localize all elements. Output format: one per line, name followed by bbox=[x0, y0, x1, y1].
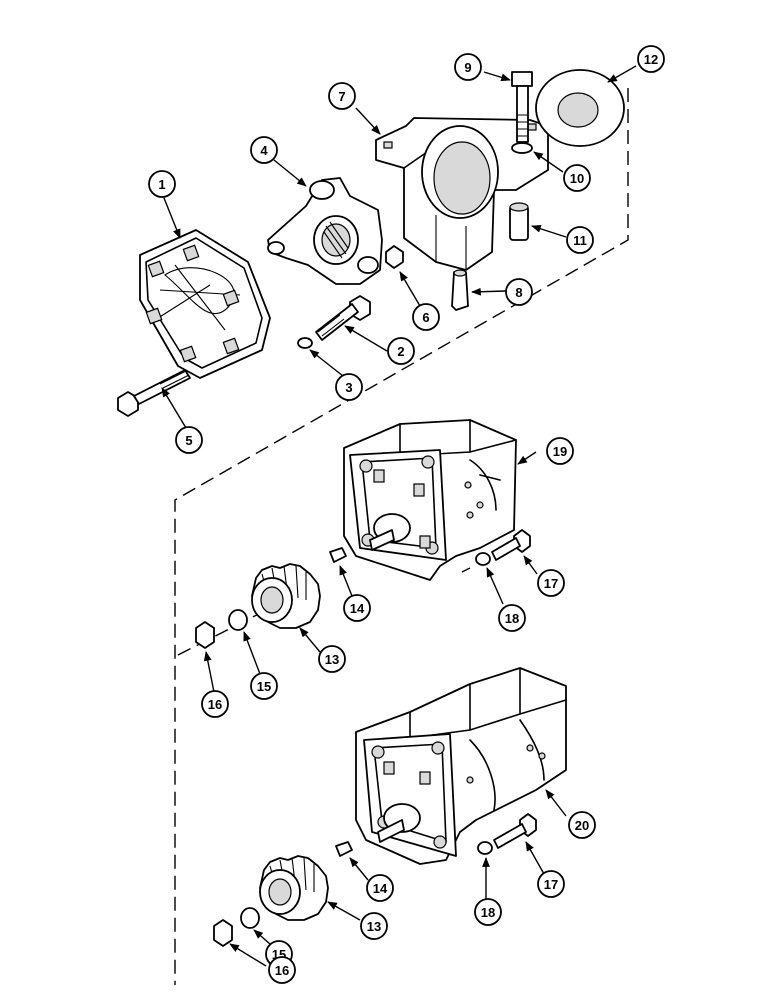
nut-16-upper-part bbox=[195, 621, 215, 649]
svg-text:5: 5 bbox=[185, 433, 192, 448]
svg-text:13: 13 bbox=[367, 919, 381, 934]
svg-text:14: 14 bbox=[373, 881, 388, 896]
gear-13-upper-part bbox=[251, 563, 321, 629]
callout-17-upper: 17 bbox=[537, 569, 565, 597]
bolt-17-lower-part bbox=[493, 813, 537, 849]
svg-text:20: 20 bbox=[575, 818, 589, 833]
callout-12: 12 bbox=[637, 45, 665, 73]
washer-10-part bbox=[511, 142, 533, 154]
callout-5: 5 bbox=[175, 426, 203, 454]
bolt-5-part bbox=[117, 369, 191, 417]
callout-4: 4 bbox=[250, 136, 278, 164]
callout-1: 1 bbox=[148, 170, 176, 198]
callout-18-upper: 18 bbox=[498, 604, 526, 632]
svg-text:15: 15 bbox=[257, 679, 271, 694]
lock-washer-15-lower-part bbox=[240, 907, 260, 929]
svg-text:18: 18 bbox=[481, 905, 495, 920]
svg-text:13: 13 bbox=[325, 652, 339, 667]
key-14-upper-part bbox=[329, 547, 347, 563]
washer-18-lower-part bbox=[477, 841, 493, 855]
callout-8: 8 bbox=[505, 278, 533, 306]
sleeve-11-part bbox=[509, 202, 529, 241]
key-14-lower-part bbox=[335, 841, 353, 857]
bolt-9-part bbox=[511, 71, 533, 143]
nut-6-part bbox=[385, 245, 404, 269]
svg-text:19: 19 bbox=[553, 444, 567, 459]
washer-3-part bbox=[297, 337, 313, 349]
leader-lines bbox=[161, 65, 637, 967]
gear-13-lower-part bbox=[259, 855, 329, 921]
svg-text:6: 6 bbox=[422, 310, 429, 325]
svg-text:3: 3 bbox=[345, 380, 352, 395]
callout-11: 11 bbox=[566, 226, 594, 254]
svg-text:17: 17 bbox=[544, 576, 558, 591]
callout-18-lower: 18 bbox=[474, 898, 502, 926]
svg-text:1: 1 bbox=[158, 177, 165, 192]
dowel-pin-8-part bbox=[451, 269, 469, 311]
svg-text:12: 12 bbox=[644, 52, 658, 67]
svg-text:14: 14 bbox=[350, 601, 365, 616]
callout-7: 7 bbox=[328, 82, 356, 110]
callout-6: 6 bbox=[412, 303, 440, 331]
bolt-17-upper-part bbox=[491, 529, 531, 561]
callout-20: 20 bbox=[568, 811, 596, 839]
callout-17-lower: 17 bbox=[537, 870, 565, 898]
svg-text:8: 8 bbox=[515, 285, 522, 300]
callout-16-lower: 16 bbox=[268, 956, 296, 984]
svg-text:17: 17 bbox=[544, 877, 558, 892]
coupling-flange-part bbox=[139, 229, 271, 379]
bolt-2-part bbox=[315, 295, 371, 341]
nut-16-lower-part bbox=[213, 919, 233, 947]
callout-3: 3 bbox=[335, 373, 363, 401]
callout-2: 2 bbox=[387, 337, 415, 365]
flange-adapter-part bbox=[267, 177, 383, 285]
callout-9: 9 bbox=[454, 53, 482, 81]
callout-14-lower: 14 bbox=[366, 874, 394, 902]
svg-text:9: 9 bbox=[464, 60, 471, 75]
svg-text:11: 11 bbox=[573, 233, 587, 248]
callout-13-upper: 13 bbox=[318, 645, 346, 673]
hydraulic-pump-19-part bbox=[343, 419, 517, 581]
callout-13-lower: 13 bbox=[360, 912, 388, 940]
mounting-bracket-part bbox=[375, 117, 549, 271]
svg-text:2: 2 bbox=[397, 344, 404, 359]
svg-text:18: 18 bbox=[505, 611, 519, 626]
svg-text:7: 7 bbox=[338, 89, 345, 104]
spacer-plate-part bbox=[535, 69, 625, 147]
tandem-pump-20-part bbox=[355, 667, 567, 865]
washer-18-upper-part bbox=[475, 552, 491, 566]
svg-text:16: 16 bbox=[275, 963, 289, 978]
svg-text:10: 10 bbox=[570, 171, 584, 186]
callout-14-upper: 14 bbox=[343, 594, 371, 622]
callout-15-upper: 15 bbox=[250, 672, 278, 700]
callout-16-upper: 16 bbox=[201, 690, 229, 718]
svg-text:16: 16 bbox=[208, 697, 222, 712]
callout-19: 19 bbox=[546, 437, 574, 465]
callout-10: 10 bbox=[563, 164, 591, 192]
svg-text:4: 4 bbox=[260, 143, 268, 158]
lock-washer-15-upper-part bbox=[228, 609, 248, 631]
